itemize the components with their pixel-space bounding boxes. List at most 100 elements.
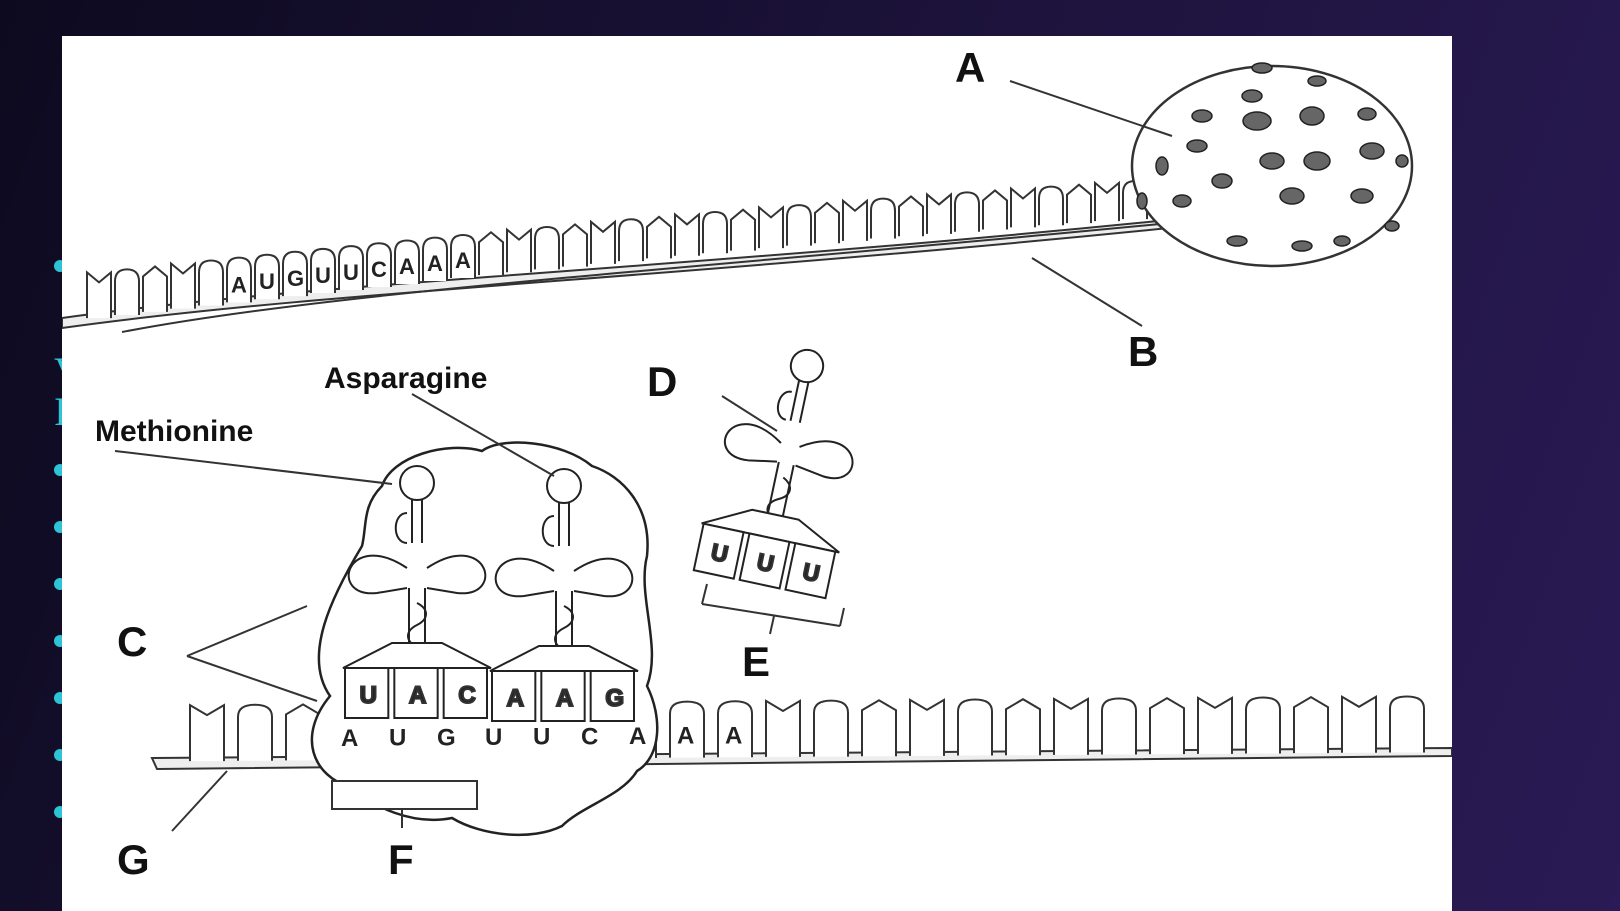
anticodon-base: U (360, 682, 377, 709)
bottom-mrna-nucleotide (189, 703, 225, 762)
amino-acid-ball (399, 465, 435, 501)
right-arm-loop (573, 557, 634, 598)
bottom-mrna-nucleotide (237, 703, 273, 761)
top-mrna-nucleotides (86, 169, 1316, 319)
top-mrna-nucleotide (86, 270, 112, 319)
top-loop (541, 515, 555, 547)
ribosome-site-box (331, 780, 478, 810)
anticodon-base: G (605, 685, 624, 712)
top-mrna-nucleotide (590, 219, 616, 264)
right-arm-loop (426, 554, 487, 595)
bottom-mrna-base: U (389, 725, 406, 752)
top-mrna-nucleotide (702, 211, 728, 254)
anticodon-column (738, 532, 791, 590)
top-mrna-nucleotide (562, 223, 588, 267)
top-mrna-base: U (343, 260, 359, 285)
bottom-mrna-nucleotide (1293, 695, 1329, 754)
top-mrna-base: A (399, 254, 415, 279)
leader-line-a (1009, 80, 1173, 137)
top-mrna-base: G (287, 266, 304, 291)
top-mrna-base: A (231, 272, 247, 297)
leader-line-c2 (186, 655, 318, 702)
top-mrna-nucleotide (310, 247, 336, 294)
ribosome-spots (1136, 62, 1409, 252)
top-mrna-nucleotide (282, 250, 308, 297)
anticodon-base: A (556, 685, 573, 712)
amino-acid-ball (546, 468, 582, 504)
anticodon-bar (701, 508, 840, 554)
acceptor-stem (789, 380, 810, 423)
bottom-mrna-nucleotide (1101, 697, 1137, 755)
leader-line-asparagine (411, 393, 555, 477)
bottom-mrna-nucleotide (669, 700, 705, 758)
bottom-mrna-nucleotide (1197, 696, 1233, 754)
bottom-mrna-nucleotide (957, 698, 993, 756)
top-mrna-nucleotide (1010, 186, 1036, 228)
top-mrna-nucleotide (926, 192, 952, 234)
top-mrna-nucleotide (338, 245, 364, 290)
acceptor-stem (411, 500, 423, 543)
top-mrna-nucleotide (870, 197, 896, 239)
right-arm-loop (795, 440, 854, 480)
bottom-mrna-nucleotide (813, 699, 849, 757)
top-mrna-nucleotide (198, 259, 224, 306)
top-mrna-nucleotide (618, 218, 644, 262)
bottom-mrna-nucleotide (861, 699, 897, 757)
top-mrna-nucleotide (366, 242, 392, 287)
anticodon-base: U (709, 538, 731, 567)
top-mrna-nucleotide (758, 205, 784, 249)
anticodon-base: C (458, 682, 475, 709)
anticodon-column (692, 522, 745, 580)
bottom-mrna-nucleotide (1149, 697, 1185, 755)
top-mrna-nucleotide (898, 195, 924, 237)
leader-line-b (1031, 257, 1143, 327)
top-mrna-nucleotide (422, 236, 448, 281)
bottom-mrna-nucleotide (1053, 697, 1089, 755)
anticodon-bar (342, 642, 492, 669)
top-mrna-nucleotide (1094, 180, 1120, 222)
label-e: E (742, 638, 770, 685)
top-loop (776, 390, 792, 421)
top-loop (394, 512, 408, 544)
top-mrna-nucleotide (1038, 185, 1064, 226)
label-a: A (955, 44, 985, 91)
top-mrna-baseline (121, 200, 1393, 333)
bottom-mrna-nucleotide (1389, 695, 1425, 753)
anticodon-column (442, 667, 488, 719)
top-mrna-nucleotide (450, 233, 476, 279)
top-mrna-nucleotide (1066, 183, 1092, 224)
top-mrna-nucleotide (506, 227, 532, 273)
bottom-mrna-base: U (485, 724, 502, 751)
top-mrna-base: U (259, 269, 275, 294)
anticodon-column (540, 670, 586, 722)
anticodon-column (589, 670, 636, 722)
top-mrna-nucleotide (170, 261, 196, 309)
bottom-mrna-nucleotide (1005, 698, 1041, 756)
top-mrna-nucleotide (982, 189, 1008, 230)
label-d: D (647, 358, 677, 405)
top-mrna-nucleotide (226, 256, 252, 303)
top-mrna-nucleotide (786, 204, 812, 246)
top-mrna-nucleotide (646, 215, 672, 259)
anticodon-base: A (507, 685, 524, 712)
anticodon-base: U (755, 548, 777, 577)
label-g: G (117, 836, 150, 883)
bottom-mrna-nucleotide (717, 700, 753, 758)
bottom-mrna-base: A (341, 725, 358, 752)
top-mrna-nucleotide (814, 201, 840, 244)
top-mrna-nucleotide (534, 225, 560, 270)
top-mrna-base: A (455, 248, 471, 273)
anticodon-base: A (409, 682, 426, 709)
bottom-mrna-base: G (437, 724, 456, 751)
anticodon-column (344, 667, 390, 719)
leader-line-c1 (186, 605, 308, 657)
bottom-mrna-nucleotide (909, 698, 945, 756)
top-mrna-base: A (427, 251, 443, 276)
label-c: C (117, 618, 147, 665)
top-mrna-nucleotide (142, 265, 168, 312)
bottom-mrna-base: U (533, 724, 550, 751)
